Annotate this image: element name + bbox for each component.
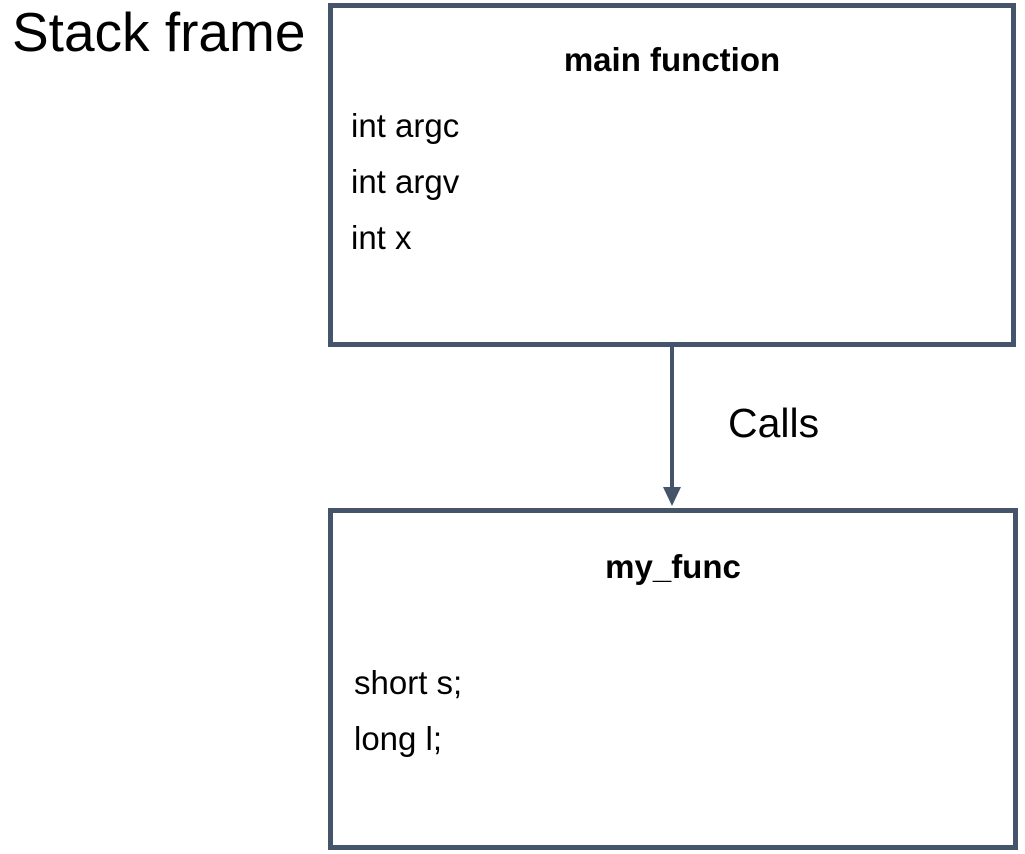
main-function-box-title: main function bbox=[563, 41, 781, 78]
my-func-box-title: my_func bbox=[605, 548, 741, 585]
my-func-box: my_func short s; long l; bbox=[328, 508, 1018, 850]
main-function-box: main function int argc int argv int x bbox=[328, 3, 1016, 347]
calls-arrow bbox=[663, 347, 681, 506]
variable-line-short-s: short s; bbox=[354, 664, 463, 701]
main-function-variables: int argc int argv int x bbox=[333, 98, 1011, 266]
diagram-title: Stack frame bbox=[12, 1, 306, 63]
variable-line-long-l: long l; bbox=[354, 720, 443, 757]
variable-line-argv: int argv bbox=[351, 163, 460, 200]
variable-line-x: int x bbox=[351, 219, 412, 256]
variable-line-argc: int argc bbox=[351, 107, 460, 144]
calls-edge-label: Calls bbox=[728, 400, 820, 446]
my-func-variables: short s; long l; bbox=[333, 655, 1013, 767]
